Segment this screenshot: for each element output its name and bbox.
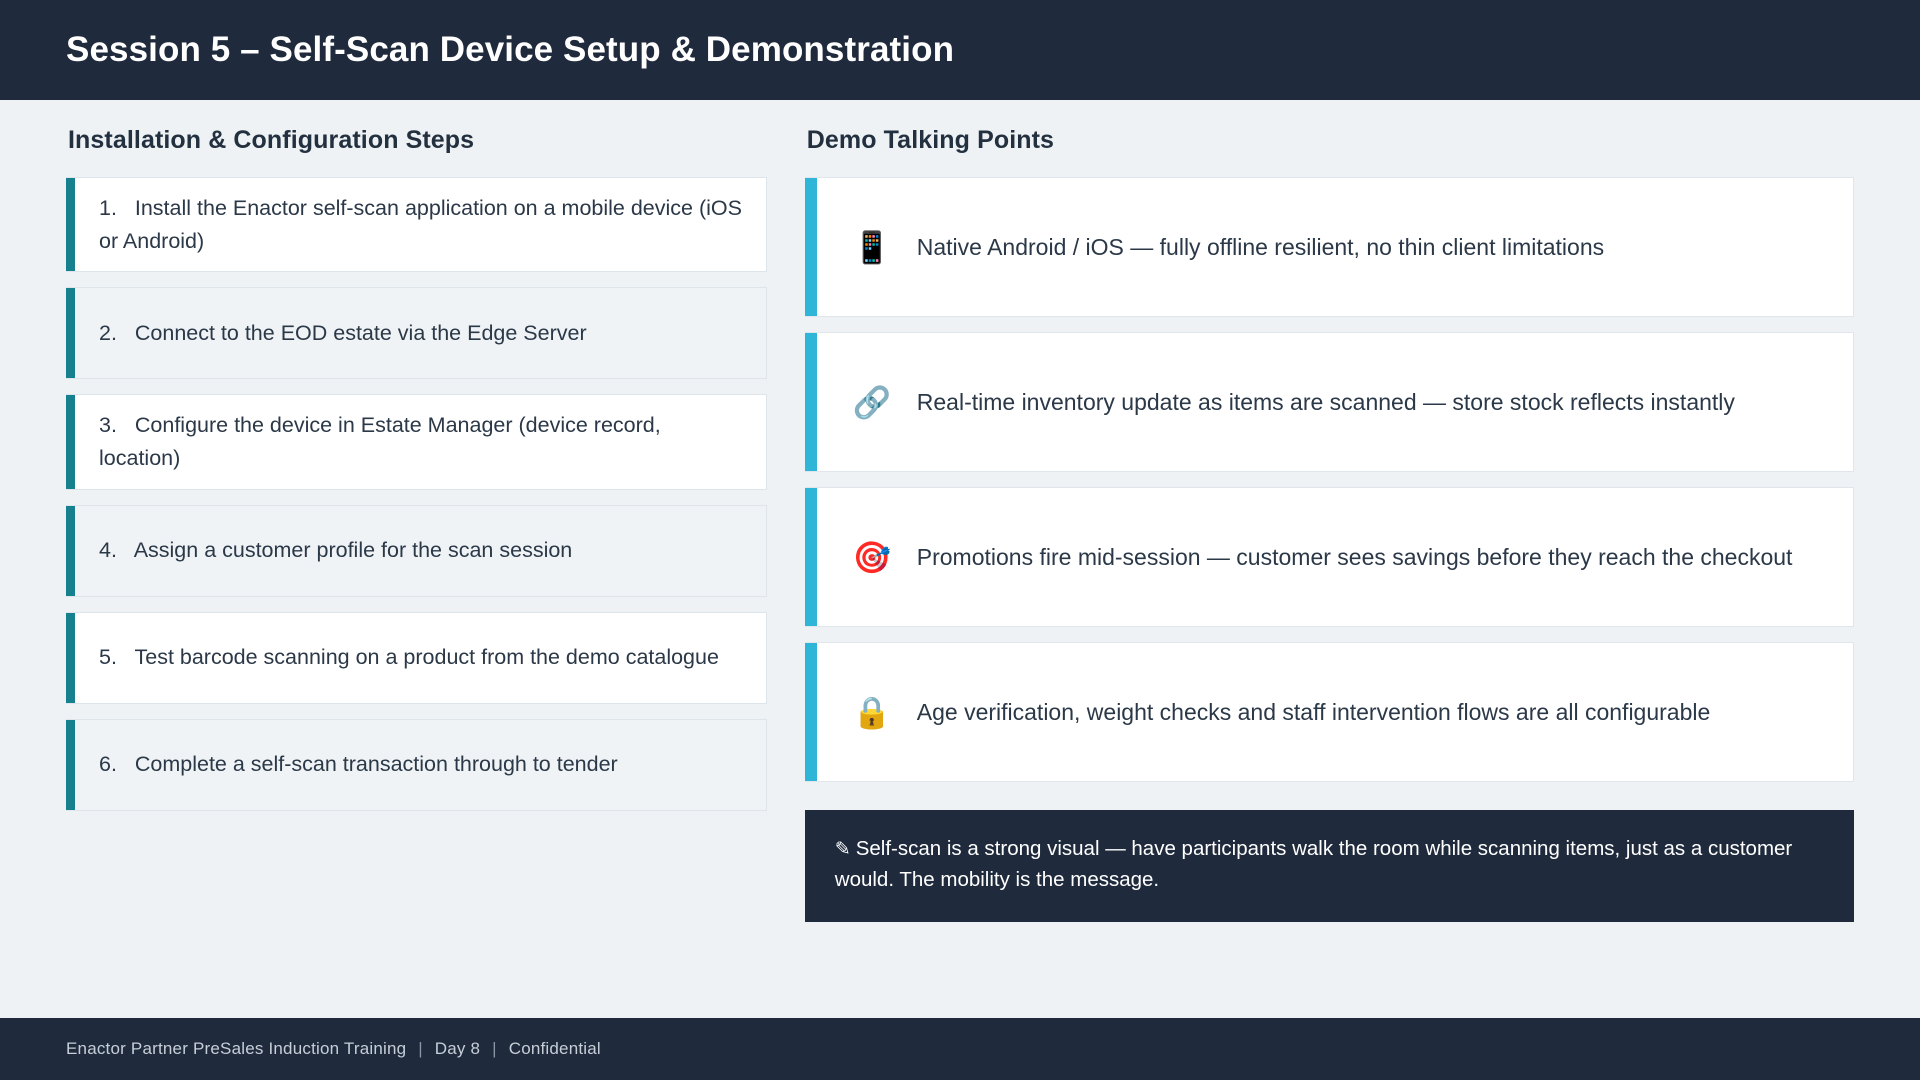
slide-header: Session 5 – Self-Scan Device Setup & Dem… — [0, 0, 1920, 100]
talking-point-body: 🎯 Promotions fire mid-session — customer… — [817, 488, 1853, 626]
lock-icon: 🔒 — [852, 694, 892, 730]
talking-point-label: Promotions fire mid-session — customer s… — [916, 543, 1793, 570]
talking-point-card: 🔒 Age verification, weight checks and st… — [804, 642, 1854, 782]
installation-steps-list: 1. Install the Enactor self-scan applica… — [66, 177, 767, 811]
step-number: 5. — [99, 645, 117, 670]
bullseye-target-icon: 🎯 — [852, 539, 892, 575]
step-card-body: 3. Configure the device in Estate Manage… — [75, 395, 766, 489]
demo-talking-points-list: 📱 Native Android / iOS — fully offline r… — [804, 177, 1854, 782]
talking-point-accent-bar — [804, 333, 817, 471]
installation-steps-column: Installation & Configuration Steps 1. In… — [66, 126, 767, 1018]
footer-separator: | — [492, 1039, 497, 1058]
pencil-icon: ✎ — [834, 839, 851, 860]
step-number: 2. — [99, 321, 117, 345]
slide-body: Installation & Configuration Steps 1. In… — [0, 100, 1920, 1018]
talking-point-body: 🔗 Real-time inventory update as items ar… — [817, 333, 1853, 471]
talking-point-card: 🔗 Real-time inventory update as items ar… — [804, 332, 1854, 472]
presenter-note-text: Self-scan is a strong visual — have part… — [834, 837, 1793, 891]
step-number: 6. — [99, 752, 117, 777]
step-card-body: 5. Test barcode scanning on a product fr… — [75, 612, 766, 703]
link-chain-icon: 🔗 — [852, 384, 892, 420]
step-text: 3. Configure the device in Estate Manage… — [99, 409, 744, 474]
footer-day: Day 8 — [434, 1039, 481, 1058]
step-text: 6. Complete a self-scan transaction thro… — [99, 748, 618, 781]
page-title: Session 5 – Self-Scan Device Setup & Dem… — [66, 29, 955, 69]
step-number: 3. — [99, 413, 117, 438]
talking-point-card: 🎯 Promotions fire mid-session — customer… — [804, 487, 1854, 627]
step-card: 4. Assign a customer profile for the sca… — [66, 504, 767, 597]
step-number: 4. — [99, 538, 117, 563]
talking-point-body: 📱 Native Android / iOS — fully offline r… — [817, 178, 1853, 316]
talking-point-accent-bar — [804, 178, 817, 316]
step-card: 3. Configure the device in Estate Manage… — [66, 394, 767, 490]
mobile-phone-icon: 📱 — [852, 229, 892, 265]
demo-talking-points-heading: Demo Talking Points — [806, 126, 1055, 154]
step-accent-bar — [66, 505, 75, 596]
step-card-body: 6. Complete a self-scan transaction thro… — [75, 719, 766, 810]
talking-point-label: Real-time inventory update as items are … — [916, 388, 1735, 415]
step-number: 1. — [99, 196, 117, 220]
demo-talking-points-column: Demo Talking Points 📱 Native Android / i… — [804, 126, 1854, 1018]
step-label: Assign a customer profile for the scan s… — [133, 538, 573, 563]
talking-point-body: 🔒 Age verification, weight checks and st… — [817, 643, 1853, 781]
step-accent-bar — [66, 395, 75, 489]
step-accent-bar — [66, 612, 75, 703]
step-text: 2. Connect to the EOD estate via the Edg… — [99, 317, 587, 350]
talking-point-label: Age verification, weight checks and staf… — [916, 698, 1711, 725]
talking-point-accent-bar — [804, 643, 817, 781]
step-accent-bar — [66, 178, 75, 272]
step-accent-bar — [66, 288, 75, 379]
step-label: Install the Enactor self-scan applicatio… — [99, 196, 742, 253]
presenter-note-callout: ✎Self-scan is a strong visual — have par… — [804, 810, 1854, 922]
step-text: 1. Install the Enactor self-scan applica… — [99, 192, 744, 257]
step-card-body: 4. Assign a customer profile for the sca… — [75, 505, 766, 596]
step-accent-bar — [66, 719, 75, 810]
slide-footer: Enactor Partner PreSales Induction Train… — [0, 1018, 1920, 1080]
installation-steps-heading: Installation & Configuration Steps — [68, 126, 475, 154]
talking-point-card: 📱 Native Android / iOS — fully offline r… — [804, 177, 1854, 317]
step-label: Configure the device in Estate Manager (… — [99, 413, 661, 471]
step-card: 6. Complete a self-scan transaction thro… — [66, 718, 767, 811]
step-card: 1. Install the Enactor self-scan applica… — [66, 177, 767, 273]
step-label: Test barcode scanning on a product from … — [134, 645, 719, 670]
footer-classification: Confidential — [508, 1039, 601, 1058]
footer-program: Enactor Partner PreSales Induction Train… — [66, 1039, 407, 1058]
step-label: Connect to the EOD estate via the Edge S… — [134, 321, 587, 345]
step-card: 5. Test barcode scanning on a product fr… — [66, 611, 767, 704]
step-card: 2. Connect to the EOD estate via the Edg… — [66, 287, 767, 380]
step-card-body: 1. Install the Enactor self-scan applica… — [75, 178, 766, 272]
step-label: Complete a self-scan transaction through… — [134, 752, 618, 777]
step-text: 4. Assign a customer profile for the sca… — [99, 534, 572, 567]
footer-separator: | — [418, 1039, 423, 1058]
footer-text: Enactor Partner PreSales Induction Train… — [66, 1039, 601, 1059]
talking-point-accent-bar — [804, 488, 817, 626]
talking-point-label: Native Android / iOS — fully offline res… — [916, 233, 1605, 260]
step-card-body: 2. Connect to the EOD estate via the Edg… — [75, 288, 766, 379]
step-text: 5. Test barcode scanning on a product fr… — [99, 641, 719, 674]
